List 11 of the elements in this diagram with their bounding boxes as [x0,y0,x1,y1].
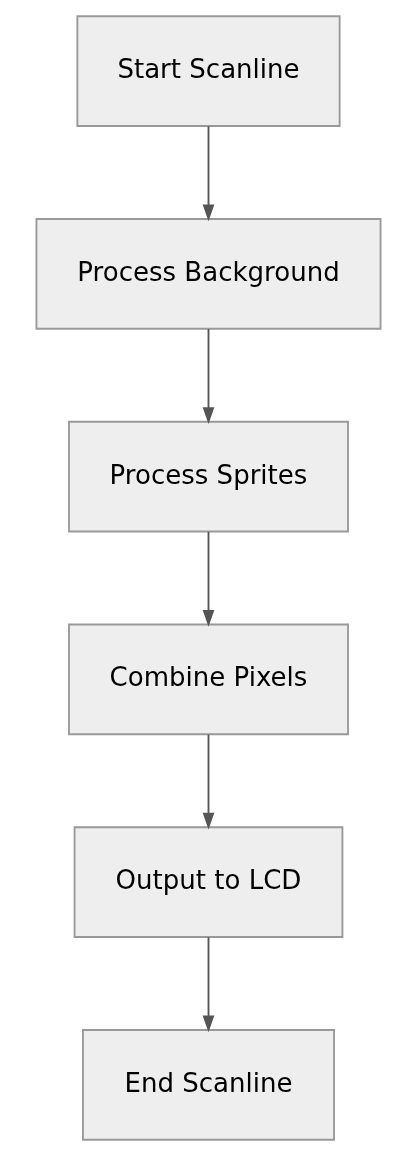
node-box: Process Background [35,218,382,330]
node-box: Start Scanline [76,15,341,127]
arrow [202,936,215,1033]
node-box: Combine Pixels [68,623,349,736]
arrow [202,328,215,425]
node-box: End Scanline [82,1029,335,1141]
arrow [202,530,215,627]
arrow [202,733,215,830]
arrow [202,125,215,222]
node-box: Output to LCD [73,826,344,938]
node-box: Process Sprites [68,420,349,533]
